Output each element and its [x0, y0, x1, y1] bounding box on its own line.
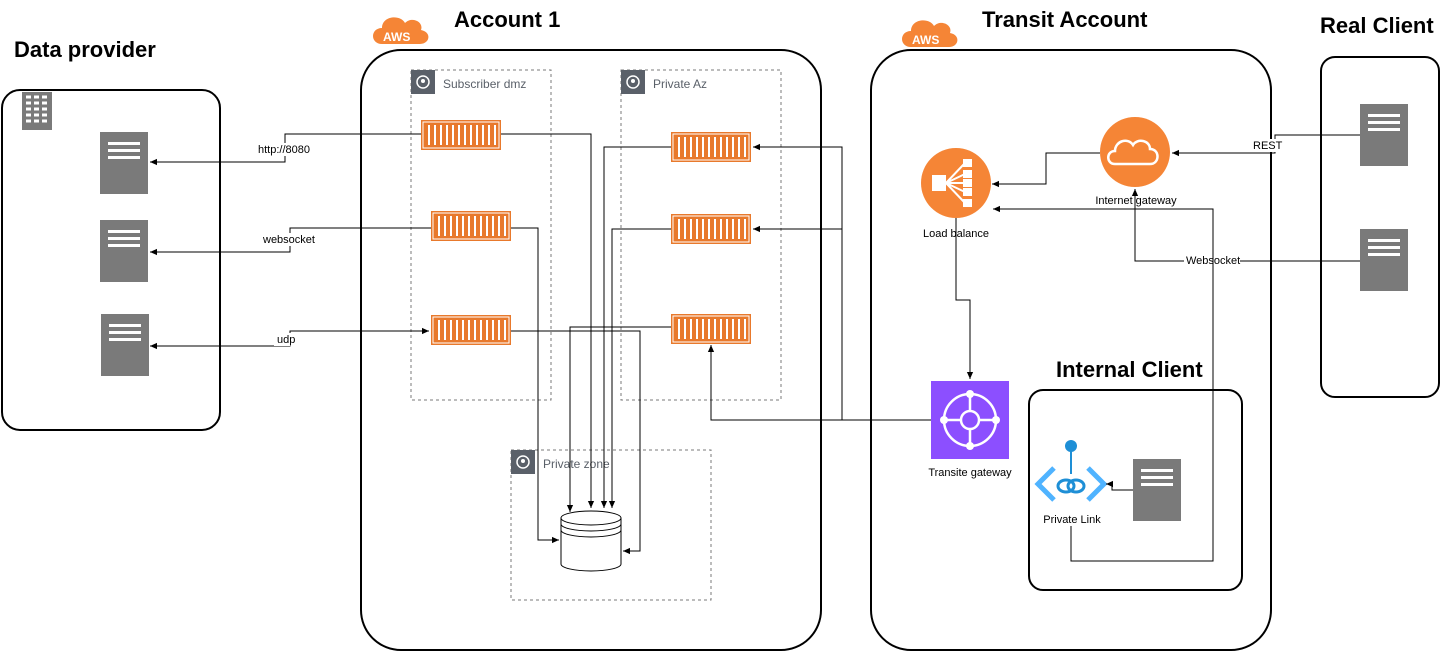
database-icon — [560, 510, 622, 572]
container-icon — [670, 131, 752, 163]
container-icon — [420, 119, 502, 151]
private-link-icon — [1034, 440, 1108, 502]
edge-label-websocket: websocket — [262, 234, 315, 246]
location-pin-icon — [410, 69, 436, 95]
edge-transit-container — [753, 143, 843, 420]
data-provider-title: Data provider — [14, 37, 156, 62]
private-zone — [510, 449, 712, 601]
data-provider-group — [1, 89, 221, 431]
aws-badge-text: AWS — [912, 33, 939, 47]
load-balancer-icon — [921, 148, 991, 218]
transit-account-group — [870, 49, 1272, 651]
private-az-zone — [620, 69, 782, 401]
edge-internal-privatelink — [1106, 480, 1133, 491]
edge-container-db — [511, 227, 559, 544]
edge-igw-lb — [992, 152, 1100, 188]
transit-gateway-label: Transite gateway — [928, 467, 1012, 479]
edge-label-http: http://8080 — [258, 144, 310, 156]
internal-client-group — [1028, 389, 1243, 591]
building-icon — [22, 92, 52, 130]
container-icon — [430, 210, 512, 242]
internet-gateway-icon — [1100, 117, 1170, 187]
internet-gateway-label: Internet gateway — [1095, 195, 1177, 207]
subscriber-dmz-label: Subscriber dmz — [443, 77, 526, 91]
private-link-label: Private Link — [1043, 514, 1101, 526]
aws-logo-icon: AWS — [902, 20, 958, 47]
account1-group — [360, 49, 822, 651]
private-az-label: Private Az — [653, 77, 707, 91]
provider-server-icon — [100, 132, 148, 194]
provider-server-icon — [101, 314, 149, 376]
edge-privatelink-lb — [993, 205, 1214, 562]
internal-client-title: Internal Client — [1056, 357, 1203, 382]
edge-container-db — [501, 133, 595, 508]
real-client-title: Real Client — [1320, 13, 1434, 38]
edge-container-db — [511, 330, 641, 555]
transit-gateway-icon — [931, 381, 1009, 459]
edge-label-udp: udp — [277, 334, 295, 346]
container-icon — [430, 314, 512, 346]
transit-account-title: Transit Account — [982, 7, 1148, 32]
real-client-group — [1320, 56, 1440, 398]
account1-title: Account 1 — [454, 7, 560, 32]
edge-label-rest: REST — [1253, 140, 1283, 152]
real-client-server-icon — [1360, 229, 1408, 291]
edge-container-db — [600, 146, 671, 508]
container-icon — [670, 313, 752, 345]
internal-client-server-icon — [1133, 459, 1181, 521]
edge-websocket-client — [1131, 189, 1360, 262]
edge-lb-transit — [955, 218, 974, 379]
edge-container-db — [608, 228, 671, 508]
aws-badge-text: AWS — [383, 30, 410, 44]
edge-container-db — [566, 326, 671, 512]
private-zone-label: Private zone — [543, 457, 610, 471]
real-client-server-icon — [1360, 104, 1408, 166]
location-pin-icon — [510, 449, 536, 475]
aws-logo-icon: AWS — [373, 17, 429, 44]
provider-server-icon — [100, 220, 148, 282]
container-icon — [670, 213, 752, 245]
edge-transit-private-az — [707, 345, 931, 421]
location-pin-icon — [620, 69, 646, 95]
subscriber-dmz-zone — [410, 69, 552, 401]
